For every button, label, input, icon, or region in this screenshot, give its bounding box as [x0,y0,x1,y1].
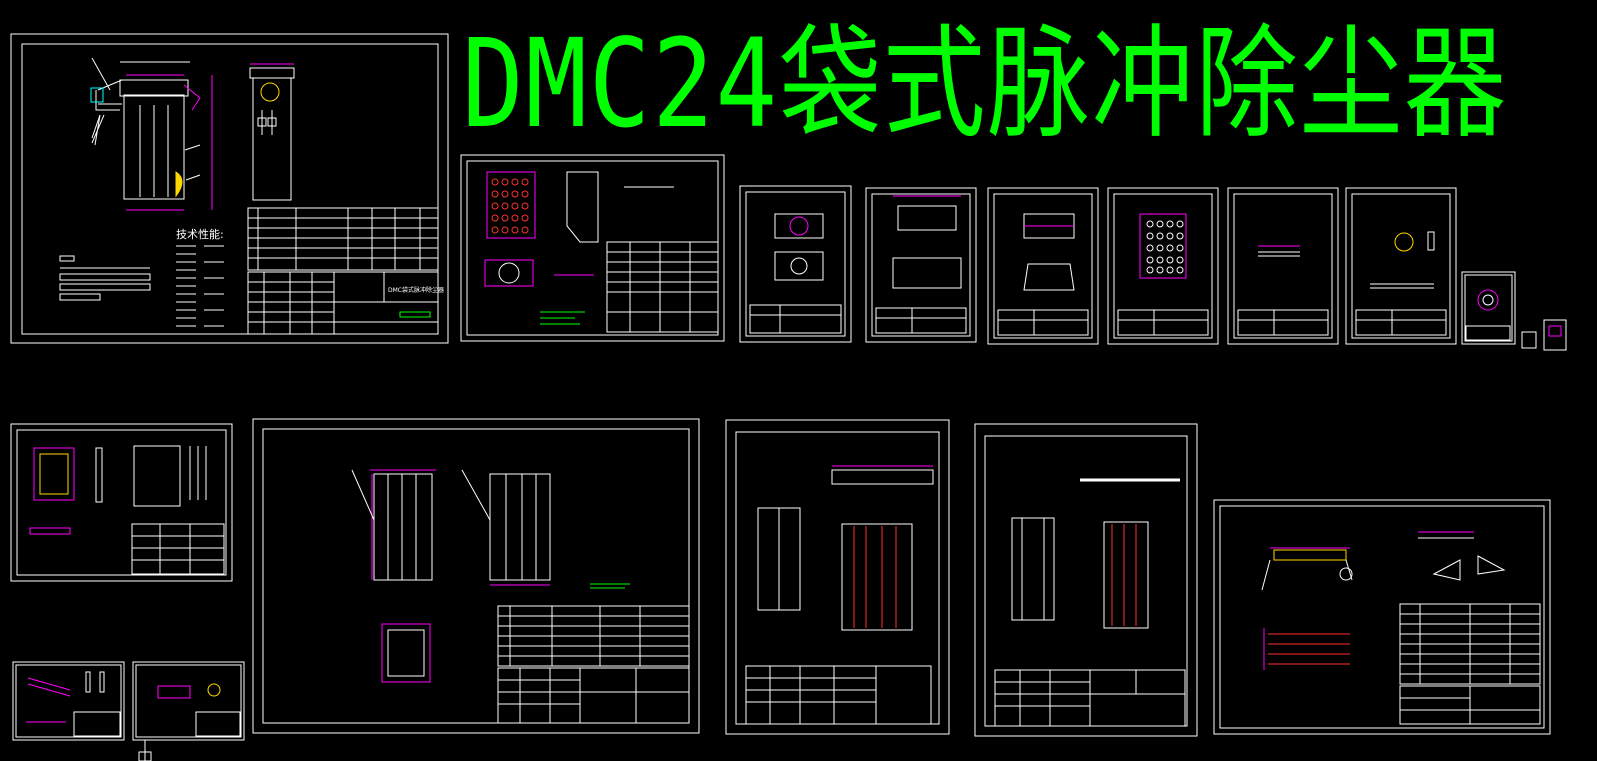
assembly-name: DMC袋式脉冲除尘器 [388,286,444,294]
side-view [249,63,295,201]
sheet-rear-panel[interactable] [974,423,1198,737]
sheet-part-h[interactable] [1521,319,1567,351]
parts-list [247,207,439,271]
sheet-part-c[interactable] [987,187,1099,345]
sheet-part-f[interactable] [1345,187,1457,345]
sheet-bracket-small[interactable] [12,661,125,741]
sheet-door[interactable] [10,423,233,582]
sheet-valve-small[interactable] [132,661,245,761]
sheet-box-assembly[interactable] [252,418,700,734]
technical-notes: 技术性能: [59,227,224,327]
sheet-side-panel[interactable] [725,419,950,735]
title-block: DMC袋式脉冲除尘器 [247,271,444,335]
front-view [90,57,213,211]
sheet-general-assembly[interactable]: 技术性能: DMC袋 [10,33,449,344]
tech-heading: 技术性能: [176,227,224,241]
sheet-part-a[interactable] [739,185,852,343]
sheet-part-b[interactable] [865,187,977,343]
sheet-part-g[interactable] [1461,271,1516,345]
filter-holes [491,178,529,234]
sheet-tube-sheet[interactable] [460,154,725,342]
sheet-blow-pipe-assembly[interactable] [1213,499,1551,735]
sheet-part-e[interactable] [1227,187,1339,345]
sheet-part-d[interactable] [1107,187,1219,345]
